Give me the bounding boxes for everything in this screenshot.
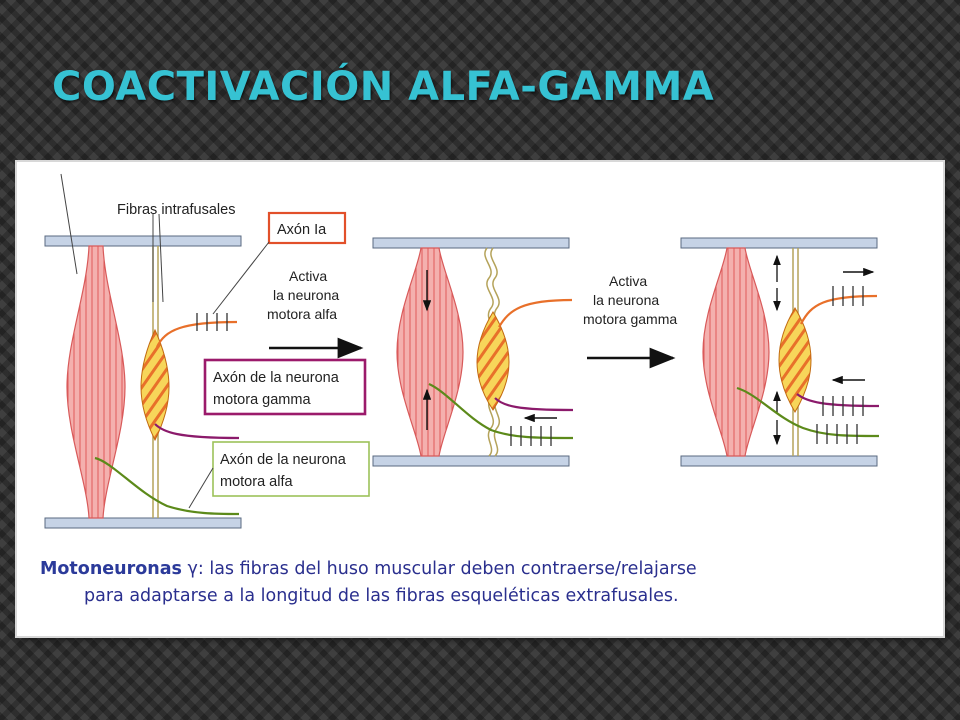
caption-lead: Motoneuronas bbox=[40, 559, 182, 579]
stage-1-fiber-leader-1 bbox=[60, 173, 78, 275]
caption-line-2: para adaptarse a la longitud de las fibr… bbox=[84, 586, 679, 606]
caption-line-1: Motoneuronas γ: las fibras del huso musc… bbox=[40, 556, 930, 583]
coactivation-diagram: Fibras intrafusales Axón Ia Axón de la n… bbox=[44, 173, 880, 529]
stage-2-axon-gamma bbox=[494, 397, 574, 412]
stage-3-ia-spikes bbox=[832, 286, 864, 306]
stage-1-bottom-plate bbox=[44, 517, 242, 529]
label-intrafusal: Fibras intrafusales bbox=[117, 202, 235, 218]
stage-3-axon-alpha bbox=[736, 386, 880, 438]
stage-3-alpha-spikes bbox=[816, 424, 858, 444]
caption-line-1-text: : las fibras del huso muscular deben con… bbox=[197, 559, 697, 579]
stage-2-alpha-spikes bbox=[510, 426, 552, 446]
stage-1-extrafusal-muscle bbox=[66, 245, 126, 519]
stage-1-fiber-leader-3 bbox=[158, 213, 164, 303]
stage-3-extrafusal-muscle bbox=[702, 247, 770, 457]
stage-1-axon-alpha bbox=[94, 456, 240, 516]
stage-3-axon-ia bbox=[800, 294, 878, 325]
stage-3-bottom-plate bbox=[680, 455, 878, 467]
label-axon-alpha-box bbox=[212, 441, 370, 497]
step-1-line1: Activa bbox=[289, 268, 327, 284]
caption-gamma-symbol: γ bbox=[187, 559, 198, 579]
stage-2-spindle bbox=[476, 311, 510, 411]
stage-1-ia-spikes bbox=[196, 313, 228, 331]
stage-2-alpha-contraction bbox=[372, 237, 574, 467]
stage-1-axon-gamma bbox=[154, 423, 240, 440]
stage-2-bottom-plate bbox=[372, 455, 570, 467]
label-axon-gamma-line1: Axón de la neurona bbox=[213, 370, 340, 386]
axon-ia-leader bbox=[212, 241, 270, 315]
label-axon-gamma-box bbox=[203, 358, 367, 416]
stage-2-top-plate bbox=[372, 237, 570, 249]
stage-3-gamma-coactivation bbox=[680, 237, 880, 467]
step-1-line3: motora alfa bbox=[267, 306, 337, 322]
stage-2-extrafusal-muscle bbox=[396, 247, 464, 457]
label-axon-alpha-line2: motora alfa bbox=[220, 474, 293, 490]
step-1-line2: la neurona bbox=[273, 287, 339, 303]
slide-title: COACTIVACIÓN ALFA-GAMMA bbox=[52, 64, 715, 110]
stage-3-spindle bbox=[778, 307, 812, 413]
stage-2-axon-alpha bbox=[428, 382, 574, 440]
step-2-line3: motora gamma bbox=[583, 311, 677, 327]
stage-3-gamma-spikes bbox=[822, 396, 864, 416]
caption: Motoneuronas γ: las fibras del huso musc… bbox=[40, 556, 930, 610]
diagram-panel: Fibras intrafusales Axón Ia Axón de la n… bbox=[17, 162, 943, 636]
label-axon-ia: Axón Ia bbox=[277, 222, 327, 238]
label-axon-alpha-line1: Axón de la neurona bbox=[220, 452, 347, 468]
axon-alpha-leader bbox=[188, 467, 214, 509]
step-2-line2: la neurona bbox=[593, 292, 659, 308]
stage-1-axon-ia bbox=[156, 320, 238, 348]
label-axon-gamma-line2: motora gamma bbox=[213, 392, 311, 408]
stage-2-axon-ia bbox=[498, 298, 573, 328]
stage-3-axon-gamma bbox=[796, 393, 880, 408]
stage-1-relaxed bbox=[44, 173, 242, 529]
stage-1-top-plate bbox=[44, 235, 242, 247]
stage-1-spindle bbox=[140, 328, 170, 442]
stage-3-top-plate bbox=[680, 237, 878, 249]
step-2-line1: Activa bbox=[609, 273, 647, 289]
label-axon-ia-box bbox=[267, 211, 347, 245]
